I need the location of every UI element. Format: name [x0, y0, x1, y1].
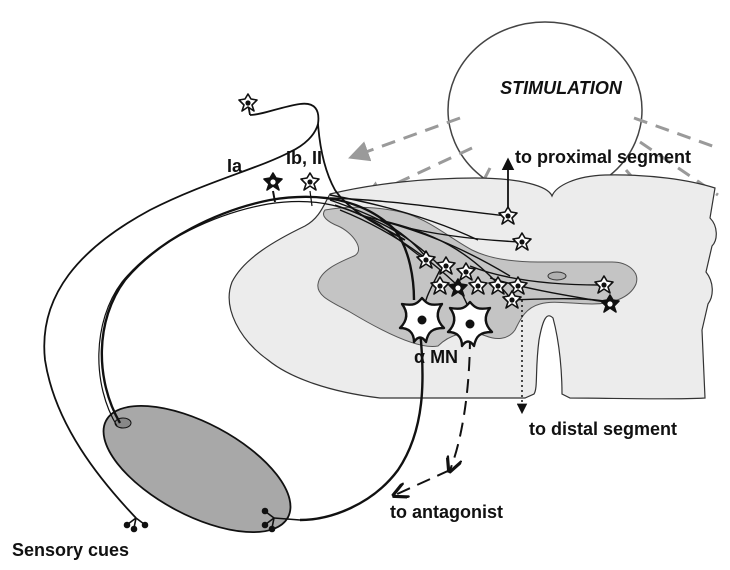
drg-neuron-ia: [263, 172, 283, 191]
ia-label: Ia: [227, 156, 243, 176]
muscle: [102, 404, 292, 534]
to-distal-label: to distal segment: [529, 419, 677, 439]
motor-efferent-fiber: [299, 329, 424, 522]
central-canal: [547, 271, 567, 281]
ib-ii-afferent-fiber: [98, 200, 431, 427]
alpha-mn-label: α MN: [414, 347, 458, 367]
stimulation-electrode: [447, 21, 643, 199]
motor-endplate: [261, 507, 301, 533]
to-antagonist-label: to antagonist: [390, 502, 503, 522]
drg-neuron-ib: [300, 172, 320, 191]
to-proximal-label: to proximal segment: [515, 147, 691, 167]
stimulation-label: STIMULATION: [500, 78, 623, 98]
ia-afferent-fiber: [100, 195, 416, 424]
sensory-cue-terminal: [123, 517, 149, 533]
sensory-cue-fiber: [43, 102, 320, 519]
sensory-cues-label: Sensory cues: [12, 540, 129, 560]
ib-ii-label: Ib, II: [286, 148, 322, 168]
